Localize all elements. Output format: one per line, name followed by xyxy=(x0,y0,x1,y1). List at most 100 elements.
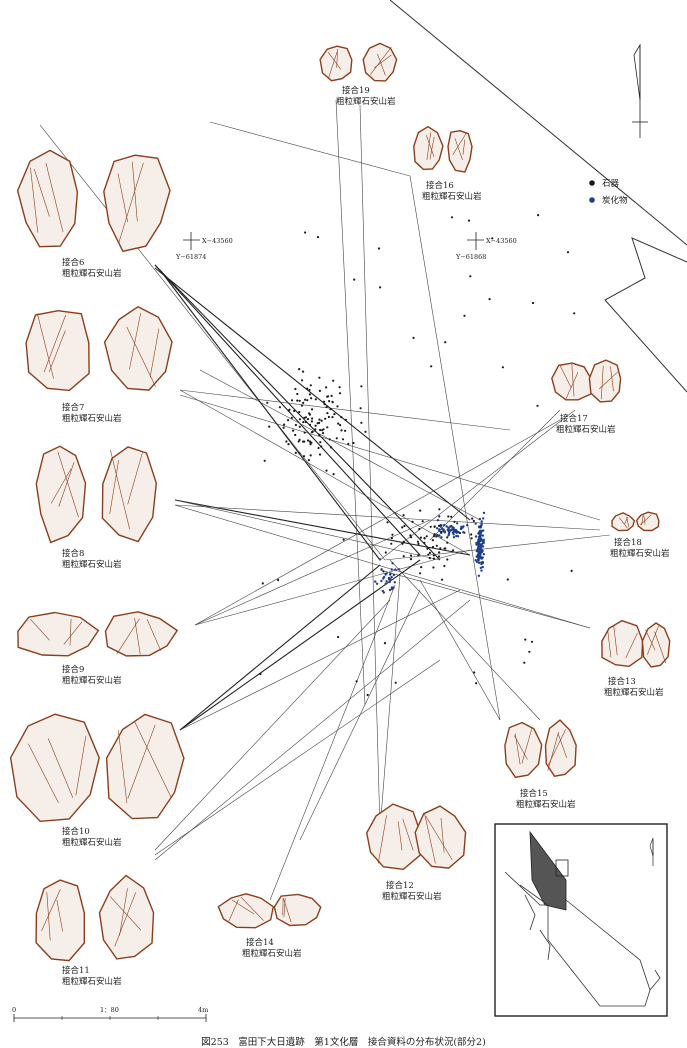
charcoal-find-dot xyxy=(466,524,469,527)
fracture-line xyxy=(134,721,172,799)
lithic-find-dot xyxy=(364,430,367,433)
svg-text:接合10: 接合10 xyxy=(62,826,90,837)
fracture-line xyxy=(643,515,646,525)
charcoal-find-dot xyxy=(480,520,483,523)
lithic-find-dot xyxy=(386,521,389,524)
fracture-line xyxy=(462,139,466,155)
fracture-line xyxy=(607,629,612,658)
lithic-find-dot xyxy=(472,519,475,523)
lithic-find-dot xyxy=(390,542,393,545)
svg-text:接合18: 接合18 xyxy=(614,537,642,548)
lithic-find-dot xyxy=(446,558,449,561)
lithic-find-dot xyxy=(318,418,321,421)
legend-charcoal-marker xyxy=(589,197,595,203)
excavation-boundary-2 xyxy=(604,237,687,393)
lithic-find-dot xyxy=(475,682,478,685)
charcoal-find-dot xyxy=(380,579,383,583)
svg-text:粗粒輝石安山岩: 粗粒輝石安山岩 xyxy=(604,687,664,698)
lithic-find-dot xyxy=(298,399,301,402)
lithic-find-dot xyxy=(298,438,301,441)
charcoal-find-dot xyxy=(479,534,482,537)
north-arrow-icon xyxy=(632,43,648,138)
fracture-line xyxy=(424,812,436,864)
refit-7-piece-2-drawing xyxy=(103,305,173,391)
lithic-find-dot xyxy=(259,672,262,676)
fracture-line xyxy=(402,818,414,851)
lithic-find-dot xyxy=(430,365,433,368)
fracture-line xyxy=(110,896,141,931)
lithic-find-dot xyxy=(302,401,305,404)
lithic-find-dot xyxy=(318,376,321,379)
fracture-line xyxy=(425,815,453,861)
refit-label-14: 接合14 粗粒輝石安山岩 xyxy=(242,937,302,959)
lithic-find-dot xyxy=(402,514,405,517)
lithic-find-dot xyxy=(420,566,423,569)
refit-label-13: 接合13 粗粒輝石安山岩 xyxy=(604,676,664,698)
lithic-find-dot xyxy=(401,542,404,545)
lithic-find-dot xyxy=(428,551,432,555)
lithic-find-dot xyxy=(530,640,534,643)
lithic-find-dot xyxy=(321,432,325,435)
lithic-find-dot xyxy=(314,424,317,427)
lithic-find-dot xyxy=(417,542,420,546)
fracture-line xyxy=(30,618,50,641)
lithic-find-dot xyxy=(283,423,286,426)
charcoal-find-dot xyxy=(384,582,387,585)
lithic-find-dot xyxy=(325,405,328,409)
refit-18-piece-1-drawing xyxy=(611,512,636,532)
refit-label-16: 接合16 粗粒輝石安山岩 xyxy=(422,180,482,202)
fracture-line xyxy=(639,514,652,526)
refit-connection-line xyxy=(179,389,471,556)
charcoal-find-dot xyxy=(435,527,439,530)
lithic-find-dot xyxy=(531,301,535,305)
lithic-find-dot xyxy=(290,416,293,419)
lithic-find-dot xyxy=(325,469,328,472)
charcoal-find-dot xyxy=(390,587,394,591)
lithic-find-dot xyxy=(336,405,339,408)
lithic-find-dot xyxy=(423,541,426,545)
lithic-find-dot xyxy=(319,428,322,432)
lithic-find-dot xyxy=(419,572,422,575)
lithic-find-dot xyxy=(319,441,322,444)
fracture-line xyxy=(47,738,74,798)
refit-connection-line xyxy=(409,175,501,721)
refit-connection-line xyxy=(379,569,591,629)
charcoal-find-dot xyxy=(452,533,455,536)
fracture-line xyxy=(28,743,59,804)
lithic-find-dot xyxy=(324,417,327,420)
charcoal-find-dot xyxy=(438,528,441,531)
lithic-find-dot xyxy=(501,366,504,369)
lithic-find-dot xyxy=(409,554,413,557)
refit-connection-line xyxy=(154,267,471,521)
lithic-find-dot xyxy=(316,422,319,425)
lithic-find-dot xyxy=(431,539,434,542)
fracture-line xyxy=(327,51,341,70)
fracture-line xyxy=(146,619,162,651)
refit-label-6: 接合6 粗粒輝石安山岩 xyxy=(62,257,122,279)
figure-caption: 図253 富田下大日遺跡 第1文化層 接合資料の分布状況(部分2) xyxy=(201,1037,486,1048)
scale-bar-end: 4m xyxy=(198,1006,208,1014)
fracture-line xyxy=(336,48,338,68)
lithic-find-dot xyxy=(347,442,350,446)
lithic-find-dot xyxy=(332,473,335,476)
lithic-find-dot xyxy=(303,431,306,434)
lithic-find-dot xyxy=(377,247,381,250)
charcoal-find-dot xyxy=(449,525,452,528)
lithic-find-dot xyxy=(432,535,436,538)
refit-label-9: 接合9 粗粒輝石安山岩 xyxy=(62,664,122,686)
lithic-find-dot xyxy=(331,400,334,403)
charcoal-find-dot xyxy=(397,568,401,571)
lithic-find-dot xyxy=(318,389,321,392)
fracture-line xyxy=(43,314,66,373)
lithic-find-dot xyxy=(366,693,369,697)
lithic-find-dot xyxy=(342,538,345,541)
lithic-find-dot xyxy=(306,387,309,390)
fracture-line xyxy=(377,53,386,76)
fracture-line xyxy=(571,363,575,397)
refit-14-piece-2-drawing xyxy=(273,893,322,927)
svg-text:粗粒輝石安山岩: 粗粒輝石安山岩 xyxy=(62,976,122,987)
charcoal-find-dot xyxy=(479,566,482,570)
fracture-line xyxy=(624,517,628,525)
lithic-find-dot xyxy=(394,681,397,684)
